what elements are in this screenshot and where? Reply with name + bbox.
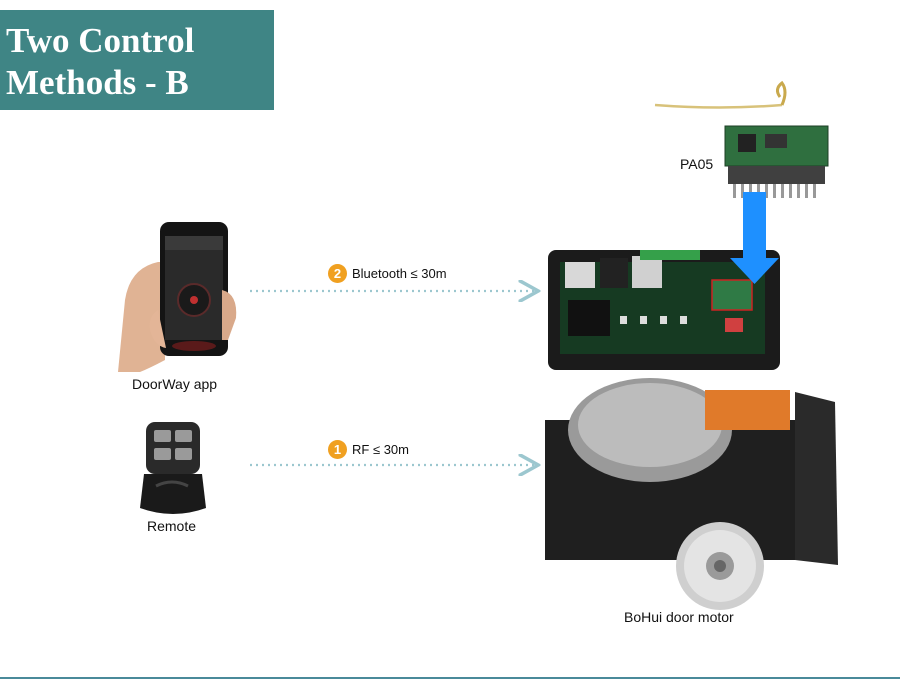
badge-2: 2 [328,264,347,283]
motor-label: BoHui door motor [624,609,734,625]
bluetooth-connection-label: 2 Bluetooth ≤ 30m [328,264,447,283]
rf-connection-label: 1 RF ≤ 30m [328,440,409,459]
remote-icon [140,422,206,514]
title-line-2: Methods - B [6,63,189,102]
door-motor-icon [545,250,838,610]
pa05-module-icon [654,80,829,198]
remote-label: Remote [147,518,197,534]
title-box: Two Control Methods - B [0,10,274,110]
rf-range-text: RF ≤ 30m [352,442,409,457]
smartphone-icon [118,222,237,372]
app-label: DoorWay app [132,376,218,392]
bluetooth-range-text: Bluetooth ≤ 30m [352,266,447,281]
title-line-1: Two Control [6,21,195,60]
bottom-divider [0,677,900,679]
down-arrow-icon [730,192,779,284]
module-label: PA05 [680,156,714,172]
badge-1: 1 [328,440,347,459]
